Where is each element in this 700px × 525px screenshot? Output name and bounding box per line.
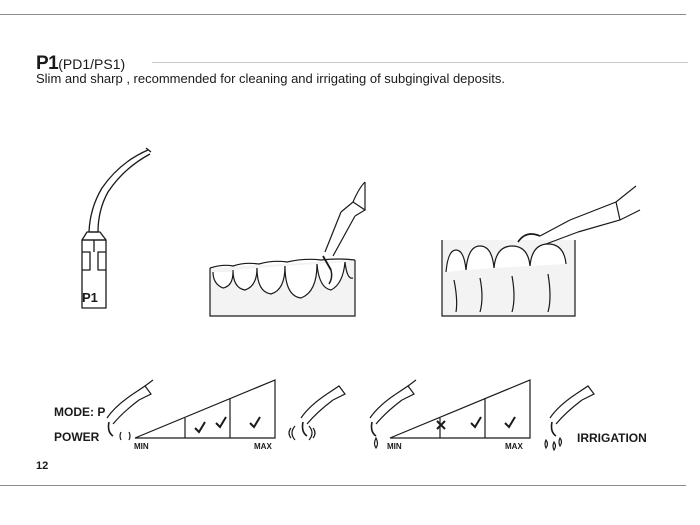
tip-engraving: P1 <box>82 290 98 305</box>
irrigation-label: IRRIGATION <box>577 431 647 445</box>
upper-teeth-scaling-illustration <box>209 181 367 317</box>
irrigation-level-2 <box>470 416 482 429</box>
power-label: POWER <box>54 430 100 444</box>
title-divider <box>152 62 688 63</box>
lower-teeth-scaling-illustration <box>441 185 641 317</box>
bottom-border-rule <box>0 485 686 486</box>
mode-label: MODE: P <box>54 405 106 419</box>
irrigation-max-label: MAX <box>505 442 523 451</box>
scaler-tip-illustration: P1 <box>81 147 152 309</box>
tip-description: Slim and sharp , recommended for cleanin… <box>36 71 505 86</box>
tip-title: P1(PD1/PS1) <box>36 53 125 75</box>
power-level-3 <box>249 416 261 429</box>
irrigation-gauge <box>369 379 595 452</box>
tip-variants: (PD1/PS1) <box>58 56 126 72</box>
power-max-label: MAX <box>254 442 272 451</box>
power-level-2 <box>215 416 227 429</box>
irrigation-level-1 <box>436 420 446 430</box>
irrigation-level-3 <box>504 416 516 429</box>
irrigation-min-label: MIN <box>387 442 402 451</box>
power-min-label: MIN <box>134 442 149 451</box>
power-level-1 <box>194 421 206 434</box>
power-gauge <box>106 379 346 441</box>
top-border-rule <box>0 14 686 15</box>
tip-name: P1 <box>36 53 59 74</box>
page-number: 12 <box>36 460 49 472</box>
